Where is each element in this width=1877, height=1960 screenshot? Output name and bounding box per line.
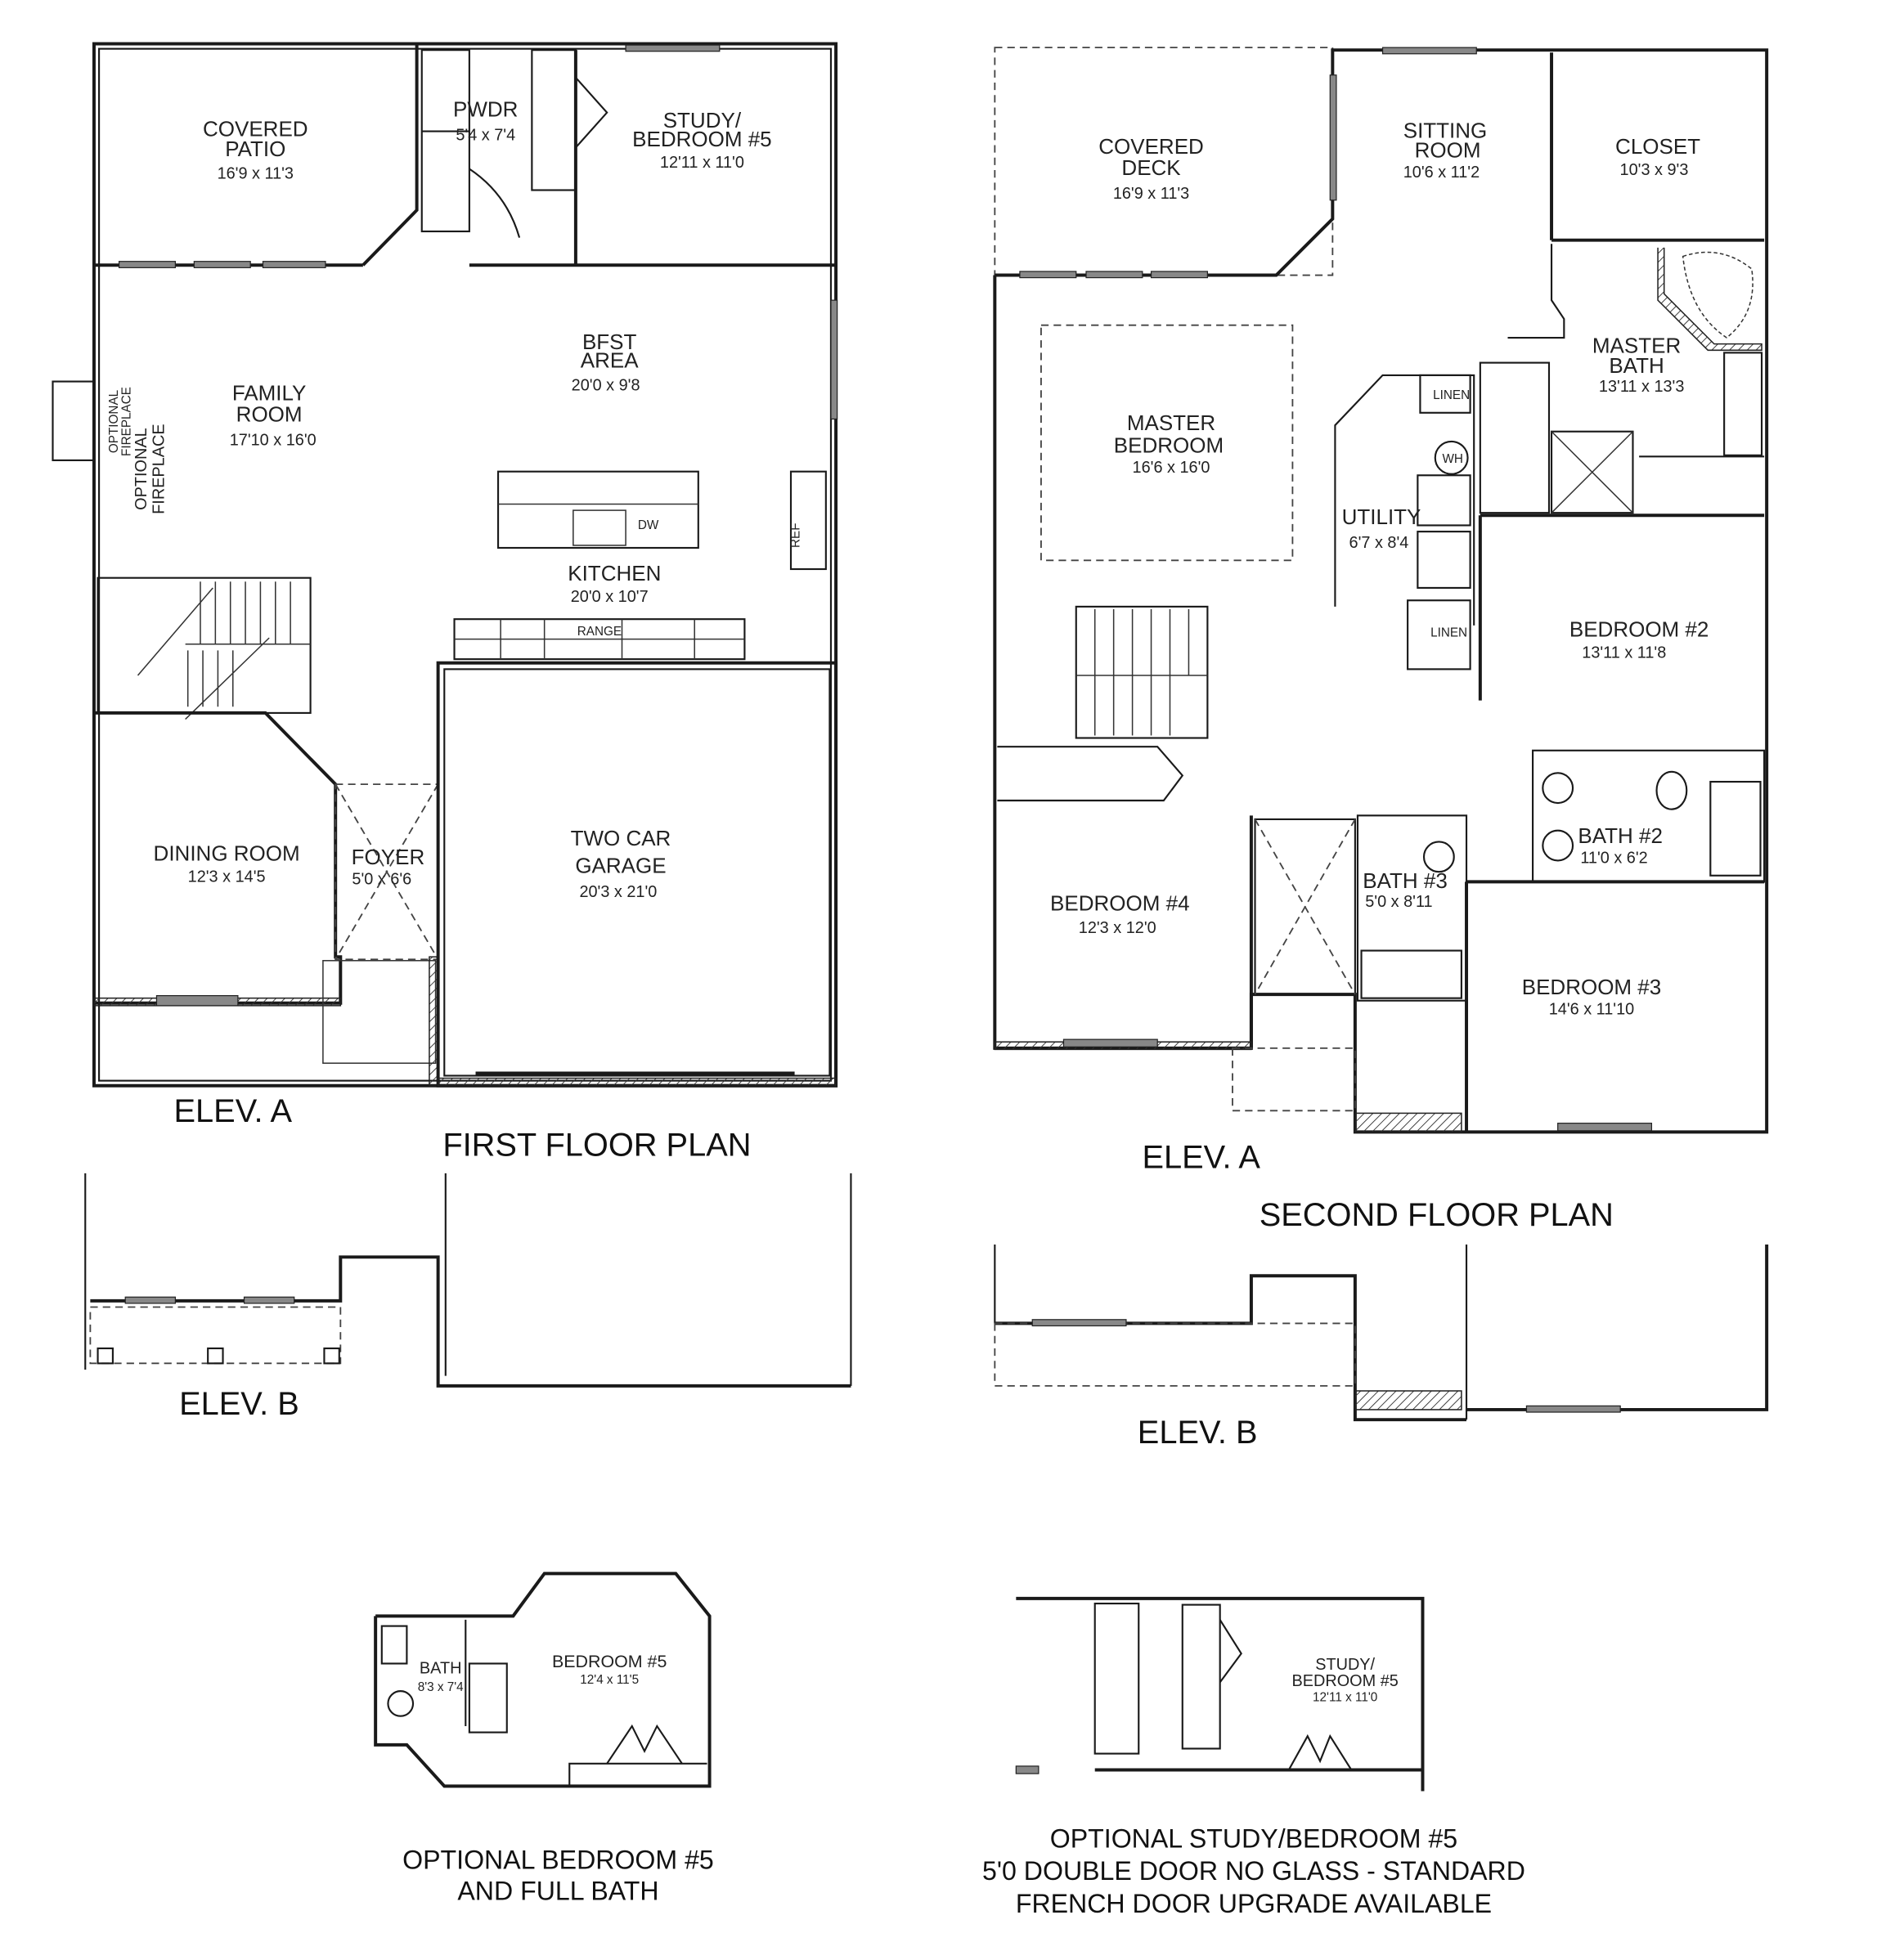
- room-label: BATH #3: [1363, 868, 1448, 893]
- option-caption: AND FULL BATH: [457, 1877, 658, 1906]
- room-dimensions: 12'11 x 11'0: [1313, 1690, 1377, 1704]
- second-floor-elev-b: [994, 1245, 1769, 1422]
- room-dimensions: 10'3 x 9'3: [1620, 161, 1689, 179]
- room-label: UTILITY: [1342, 505, 1421, 529]
- room-label: BEDROOM #5: [552, 1652, 667, 1671]
- room-label: COVERED: [1098, 134, 1204, 159]
- linen-label: LINEN: [1430, 626, 1467, 640]
- option-caption: 5'0 DOUBLE DOOR NO GLASS - STANDARD: [982, 1856, 1525, 1886]
- option-caption: FRENCH DOOR UPGRADE AVAILABLE: [1016, 1889, 1492, 1918]
- fireplace-label: FIREPLACE: [119, 387, 133, 456]
- room-label: BEDROOM #2: [1569, 617, 1709, 642]
- room-label: CLOSET: [1615, 134, 1700, 159]
- room-dimensions: 12'3 x 12'0: [1079, 919, 1156, 937]
- optional-bedroom5-bath-plan: BATH 8'3 x 7'4 BEDROOM #5 12'4 x 11'5 OP…: [374, 1572, 714, 1906]
- room-dimensions: 14'6 x 11'10: [1549, 1001, 1634, 1019]
- room-dimensions: 16'9 x 11'3: [218, 165, 294, 183]
- room-label: AREA: [581, 348, 639, 373]
- room-dimensions: 20'0 x 9'8: [572, 376, 640, 394]
- second-floor-room-labels: COVERED DECK 16'9 x 11'3 SITTING ROOM 10…: [1050, 118, 1709, 1018]
- room-dimensions: 8'3 x 7'4: [418, 1680, 464, 1694]
- room-label: DINING ROOM: [154, 841, 300, 865]
- elevation-b-label: ELEV. B: [1138, 1415, 1258, 1451]
- linen-label: LINEN: [1433, 388, 1470, 402]
- room-dimensions: 16'9 x 11'3: [1113, 185, 1189, 203]
- refrigerator-label: REF: [789, 523, 803, 548]
- room-dimensions: 12'3 x 14'5: [188, 868, 266, 886]
- room-dimensions: 10'6 x 11'2: [1403, 164, 1480, 182]
- room-dimensions: 17'10 x 16'0: [230, 432, 317, 450]
- room-label: ROOM: [236, 402, 303, 427]
- first-floor-plan: COVERED PATIO 16'9 x 11'3 PWDR 5'4 x 7'4…: [52, 42, 852, 1422]
- fireplace-label: FIREPLACE: [150, 424, 168, 514]
- room-label: BEDROOM #4: [1050, 891, 1190, 916]
- elevation-a-label: ELEV. A: [174, 1093, 293, 1129]
- second-floor-walls: [993, 47, 1769, 1134]
- fireplace-label: OPTIONAL: [107, 390, 121, 453]
- room-label: PWDR: [453, 96, 518, 121]
- room-label: COVERED: [203, 117, 308, 141]
- room-label: GARAGE: [575, 854, 666, 878]
- room-dimensions: 5'0 x 8'11: [1365, 893, 1432, 911]
- room-dimensions: 6'7 x 8'4: [1349, 534, 1409, 552]
- room-dimensions: 5'4 x 7'4: [456, 126, 515, 144]
- room-dimensions: 20'0 x 10'7: [571, 588, 649, 606]
- room-label: BATH: [420, 1660, 462, 1678]
- room-label: BEDROOM #5: [632, 127, 772, 151]
- room-dimensions: 13'11 x 11'8: [1582, 644, 1666, 662]
- plan-title: FIRST FLOOR PLAN: [442, 1127, 751, 1163]
- elevation-b-label: ELEV. B: [179, 1386, 299, 1422]
- room-label: MASTER: [1127, 410, 1215, 435]
- first-floor-elev-b: [84, 1173, 852, 1388]
- option-caption: OPTIONAL STUDY/BEDROOM #5: [1050, 1823, 1457, 1853]
- range-label: RANGE: [577, 625, 622, 639]
- room-label: ROOM: [1415, 138, 1481, 163]
- room-dimensions: 12'11 x 11'0: [660, 154, 744, 172]
- water-heater-label: WH: [1442, 452, 1462, 466]
- elevation-a-label: ELEV. A: [1142, 1140, 1260, 1176]
- room-label: BFST: [582, 330, 637, 354]
- dishwasher-label: DW: [638, 518, 659, 532]
- room-label: SITTING: [1403, 118, 1488, 142]
- room-label: FOYER: [352, 845, 425, 869]
- room-label: MASTER: [1592, 333, 1681, 357]
- plan-title: SECOND FLOOR PLAN: [1260, 1197, 1614, 1233]
- room-label: PATIO: [225, 137, 285, 161]
- fireplace-label: OPTIONAL: [132, 428, 150, 510]
- first-floor-room-labels: COVERED PATIO 16'9 x 11'3 PWDR 5'4 x 7'4…: [107, 96, 803, 901]
- room-dimensions: 13'11 x 13'3: [1599, 378, 1684, 396]
- room-dimensions: 11'0 x 6'2: [1580, 849, 1647, 867]
- room-dimensions: 16'6 x 16'0: [1133, 459, 1210, 477]
- first-floor-stairs: [137, 581, 311, 720]
- room-label: DECK: [1121, 155, 1181, 180]
- room-label: BATH #2: [1578, 823, 1663, 848]
- second-floor-plan: COVERED DECK 16'9 x 11'3 SITTING ROOM 10…: [993, 47, 1769, 1451]
- option-caption: OPTIONAL BEDROOM #5: [402, 1845, 714, 1874]
- room-label: BEDROOM #5: [1291, 1672, 1398, 1690]
- first-floor-walls: [52, 42, 838, 1088]
- room-label: STUDY/: [663, 108, 742, 132]
- room-label: BATH: [1609, 353, 1664, 378]
- room-label: STUDY/: [1315, 1656, 1375, 1674]
- room-label: KITCHEN: [568, 561, 661, 585]
- optional-study-bedroom5-plan: STUDY/ BEDROOM #5 12'11 x 11'0 OPTIONAL …: [982, 1596, 1525, 1918]
- room-dimensions: 5'0 x 6'6: [352, 870, 411, 888]
- room-label: BEDROOM: [1114, 433, 1224, 458]
- room-dimensions: 20'3 x 21'0: [579, 883, 657, 901]
- room-label: FAMILY: [232, 380, 307, 405]
- room-label: TWO CAR: [571, 826, 671, 850]
- room-dimensions: 12'4 x 11'5: [580, 1673, 639, 1687]
- room-label: BEDROOM #3: [1522, 975, 1662, 999]
